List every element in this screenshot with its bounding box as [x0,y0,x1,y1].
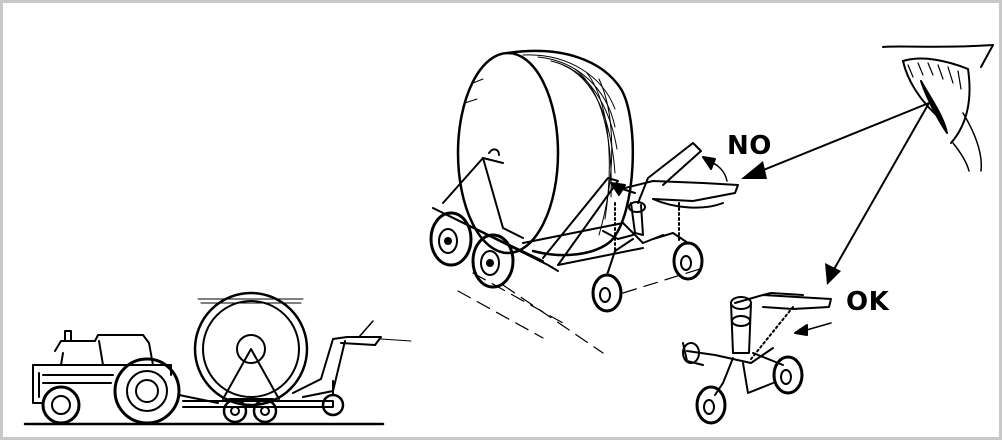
diagram-canvas [3,3,1002,443]
arrow-to-ok [825,103,929,285]
hose-guide-correct-detail [683,293,831,423]
label-no: NO [727,133,772,159]
tractor-icon [33,331,218,423]
label-ok: OK [846,289,889,315]
reel-drum [458,51,633,255]
eye-icon [883,45,993,171]
tractor-reel-side-view [25,293,411,424]
reel-machine-perspective [431,51,738,353]
ground-tracks [458,268,703,353]
